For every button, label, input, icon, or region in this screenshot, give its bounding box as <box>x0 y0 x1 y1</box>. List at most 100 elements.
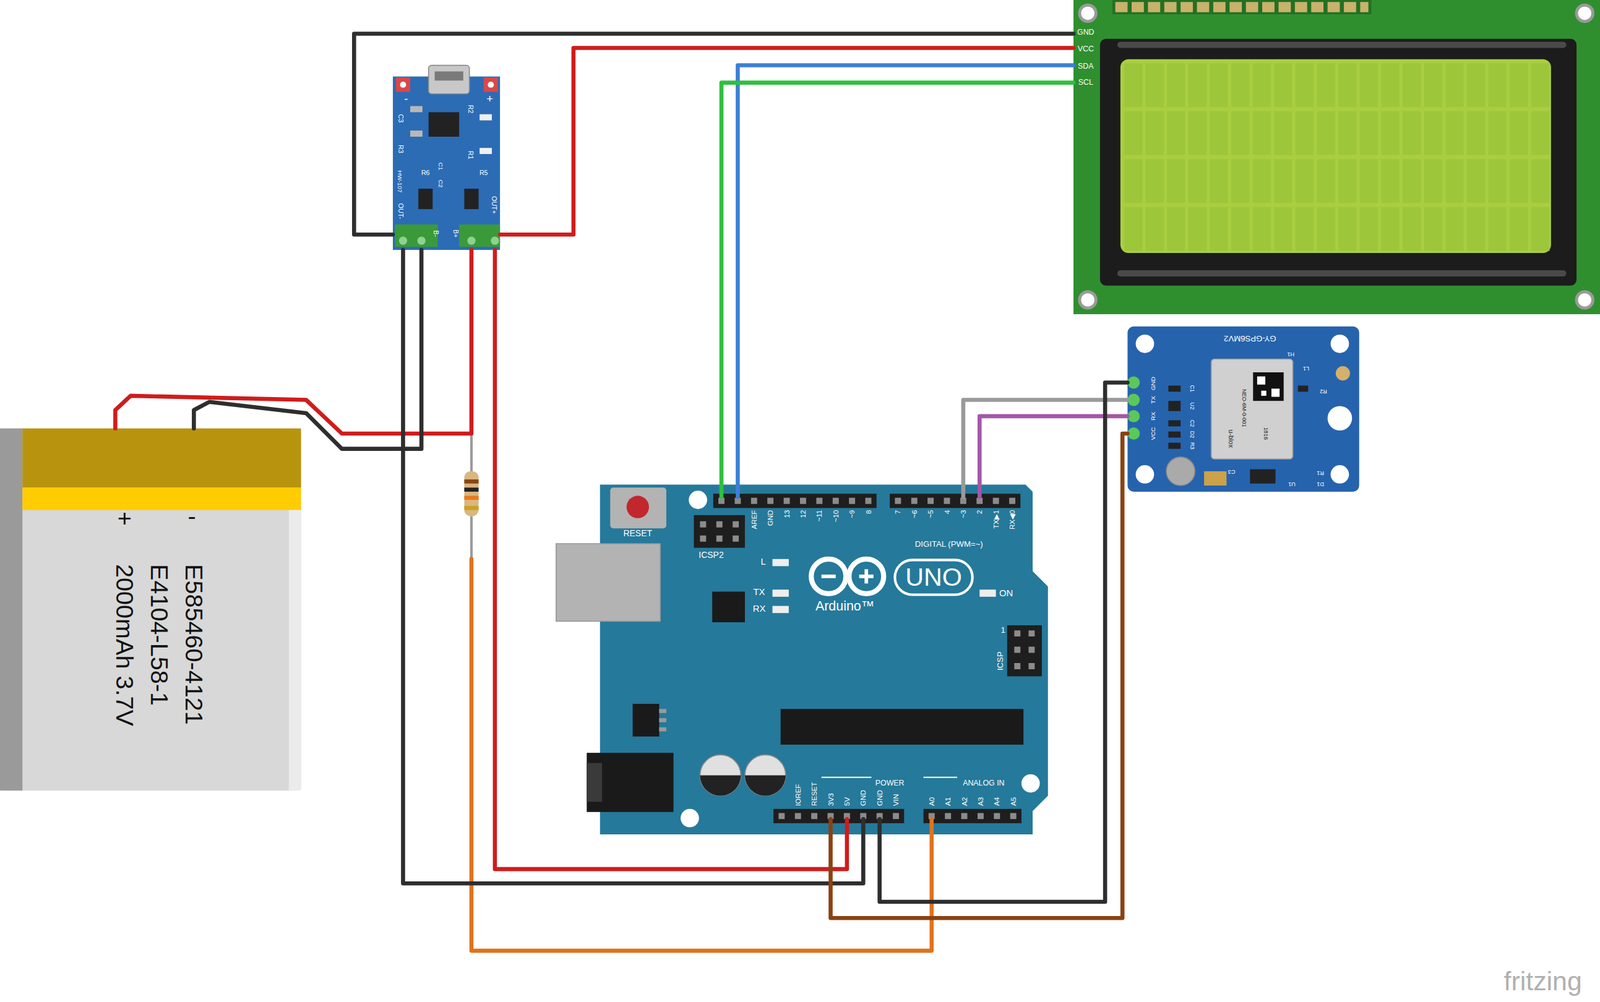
pin-label: UNO <box>905 564 963 591</box>
silkscreen-label: NEO-6M-0-001 <box>1241 389 1247 428</box>
mount-hole <box>688 490 708 510</box>
pin-label: 8 <box>864 510 873 515</box>
silkscreen-label: B- <box>432 230 440 237</box>
pin-label: 12 <box>799 510 807 519</box>
pin-label: VCC <box>1077 45 1094 53</box>
silkscreen-label: R1 <box>1316 469 1325 476</box>
pin-label: IOREF <box>794 784 802 807</box>
mount-hole <box>680 809 700 828</box>
header-pins <box>718 498 878 505</box>
capacitor <box>744 754 786 796</box>
pin-label: 3V3 <box>827 793 835 807</box>
mount-hole <box>1327 405 1353 431</box>
resistor-band <box>464 487 479 492</box>
regulator-leg <box>658 727 667 732</box>
terminal-block <box>459 224 500 247</box>
silkscreen-label: VCC <box>1150 426 1157 440</box>
battery-top <box>22 428 301 489</box>
icsp-pins <box>1028 630 1035 677</box>
pin-label: A5 <box>1009 797 1018 807</box>
led <box>772 559 789 567</box>
pin-label: RX <box>752 604 766 614</box>
silkscreen-label: C3 <box>1228 468 1236 474</box>
mount-hole <box>1330 465 1350 484</box>
led <box>772 606 789 614</box>
pin-label: ON <box>999 589 1013 599</box>
silkscreen-label: 1816 <box>1262 427 1269 440</box>
battery-body <box>0 428 302 791</box>
reset-button-cap <box>626 496 650 519</box>
mount-hole <box>1576 292 1593 309</box>
pin-label: RX◀0 <box>1008 510 1016 530</box>
silkscreen-label: C2 <box>438 180 445 189</box>
smd-part <box>1298 385 1308 392</box>
pin-label: RESET <box>623 529 653 539</box>
silkscreen-line <box>923 777 958 779</box>
regulator-leg <box>658 709 667 714</box>
terminal-pin <box>490 236 499 246</box>
usb-chip <box>712 592 745 623</box>
power-jack <box>586 752 674 813</box>
mount-hole <box>1330 334 1350 354</box>
pin-label: A3 <box>976 797 985 807</box>
pin-label: 1 <box>1001 626 1006 635</box>
regulator-leg <box>658 718 667 723</box>
qr-code <box>1271 388 1280 397</box>
terminal-pin <box>417 236 426 246</box>
silkscreen-label: RX <box>1150 412 1157 421</box>
pin-label: 5V <box>843 797 851 807</box>
pin-label: ~9 <box>848 510 856 519</box>
pin-label: ~5 <box>926 510 935 519</box>
silkscreen-label: C1 <box>438 162 445 171</box>
arduino-uno: RESETICSP2LTXRXUNOArduino™ON1ICSPAREFGND… <box>600 496 1047 820</box>
pin-label: ICSP2 <box>698 550 724 560</box>
capacitor <box>699 754 741 796</box>
silkscreen-line <box>821 777 872 779</box>
mount-hole <box>1135 465 1155 484</box>
silkscreen-label: OUT+ <box>490 196 498 215</box>
pin-label: SDA <box>1077 62 1094 70</box>
silkscreen-label: OUT- <box>396 203 404 220</box>
charger-board <box>392 76 500 250</box>
lcd-header <box>1112 0 1372 15</box>
pin-label: ANALOG IN <box>962 779 1005 788</box>
pin-label: DIGITAL (PWM=~) <box>915 540 984 549</box>
silkscreen-label: B+ <box>451 229 459 238</box>
lcd-frame-bar <box>1117 270 1567 277</box>
pin-label: 13 <box>783 510 791 519</box>
resistor-symbol <box>464 471 479 517</box>
icsp-header <box>693 515 745 549</box>
battery-edge <box>288 510 302 792</box>
pin-label: SCL <box>1078 78 1094 87</box>
pin-label: L <box>760 557 766 567</box>
silkscreen-label: U2 <box>1189 402 1195 411</box>
silkscreen-label: + <box>486 93 494 105</box>
pad-hole <box>487 81 494 88</box>
wire <box>963 400 1128 498</box>
icsp-header <box>1007 625 1042 677</box>
pin-label: GND <box>876 790 884 807</box>
smd-part <box>464 188 479 210</box>
battery-label: 2000mAh 3.7V <box>111 564 137 727</box>
header-pins <box>894 498 1021 505</box>
power-jack <box>586 763 603 803</box>
arduino-logo <box>821 574 836 579</box>
pin-label: RESET <box>810 782 818 806</box>
pin-label: GND <box>1077 29 1094 37</box>
charger-illustration <box>392 65 500 251</box>
micro-usb-slot <box>434 71 464 81</box>
resistor-band <box>464 506 479 511</box>
pin-label: 7 <box>894 510 903 515</box>
qr-code <box>1260 391 1266 396</box>
battery-label: - <box>187 504 196 530</box>
terminal-pin <box>399 236 408 246</box>
wire <box>879 382 1128 902</box>
pin-label: ~6 <box>910 510 919 519</box>
wire <box>494 249 848 870</box>
smd-part <box>410 130 423 137</box>
pad <box>395 77 411 92</box>
silkscreen-label: H1 <box>1286 351 1295 357</box>
pin-label: GND <box>766 510 775 527</box>
